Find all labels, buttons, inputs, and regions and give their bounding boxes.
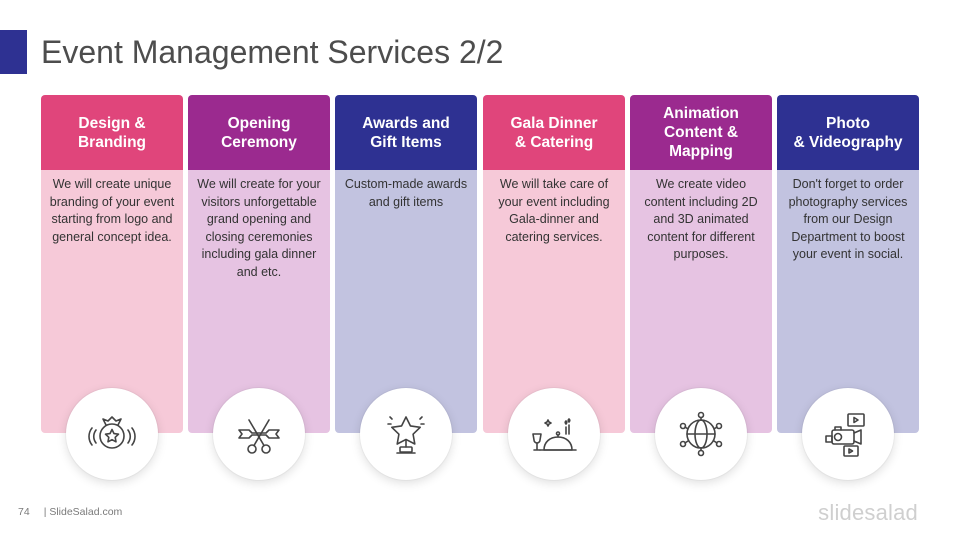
award-badge-icon — [66, 388, 158, 480]
service-card-gala-dinner: Gala Dinner & Catering We will take care… — [483, 95, 625, 433]
card-title: Photo & Videography — [777, 95, 919, 170]
service-card-animation: Animation Content & Mapping We create vi… — [630, 95, 772, 433]
card-title: Animation Content & Mapping — [630, 95, 772, 170]
page-number: 74 — [18, 506, 30, 518]
service-card-photo-video: Photo & Videography Don't forget to orde… — [777, 95, 919, 433]
ribbon-cutting-scissors-icon — [213, 388, 305, 480]
card-title: Design & Branding — [41, 95, 183, 170]
card-title: Gala Dinner & Catering — [483, 95, 625, 170]
video-camera-icon — [802, 388, 894, 480]
services-cards: Design & Branding We will create unique … — [41, 95, 919, 495]
title-accent-bar — [0, 30, 27, 74]
service-card-design-branding: Design & Branding We will create unique … — [41, 95, 183, 433]
slide-title: Event Management Services 2/2 — [41, 34, 504, 70]
cloche-dinner-icon — [508, 388, 600, 480]
star-trophy-icon — [360, 388, 452, 480]
service-card-awards-gifts: Awards and Gift Items Custom-made awards… — [335, 95, 477, 433]
card-title: Awards and Gift Items — [335, 95, 477, 170]
card-title: Opening Ceremony — [188, 95, 330, 170]
slide-footer: 74 | SlideSalad.com — [18, 506, 122, 518]
card-description: We create video content including 2D and… — [630, 170, 772, 433]
card-description: We will create for your visitors unforge… — [188, 170, 330, 433]
3d-sphere-icon — [655, 388, 747, 480]
footer-website: | SlideSalad.com — [43, 506, 123, 518]
brand-logo: slidesalad — [818, 500, 918, 525]
service-card-opening-ceremony: Opening Ceremony We will create for your… — [188, 95, 330, 433]
